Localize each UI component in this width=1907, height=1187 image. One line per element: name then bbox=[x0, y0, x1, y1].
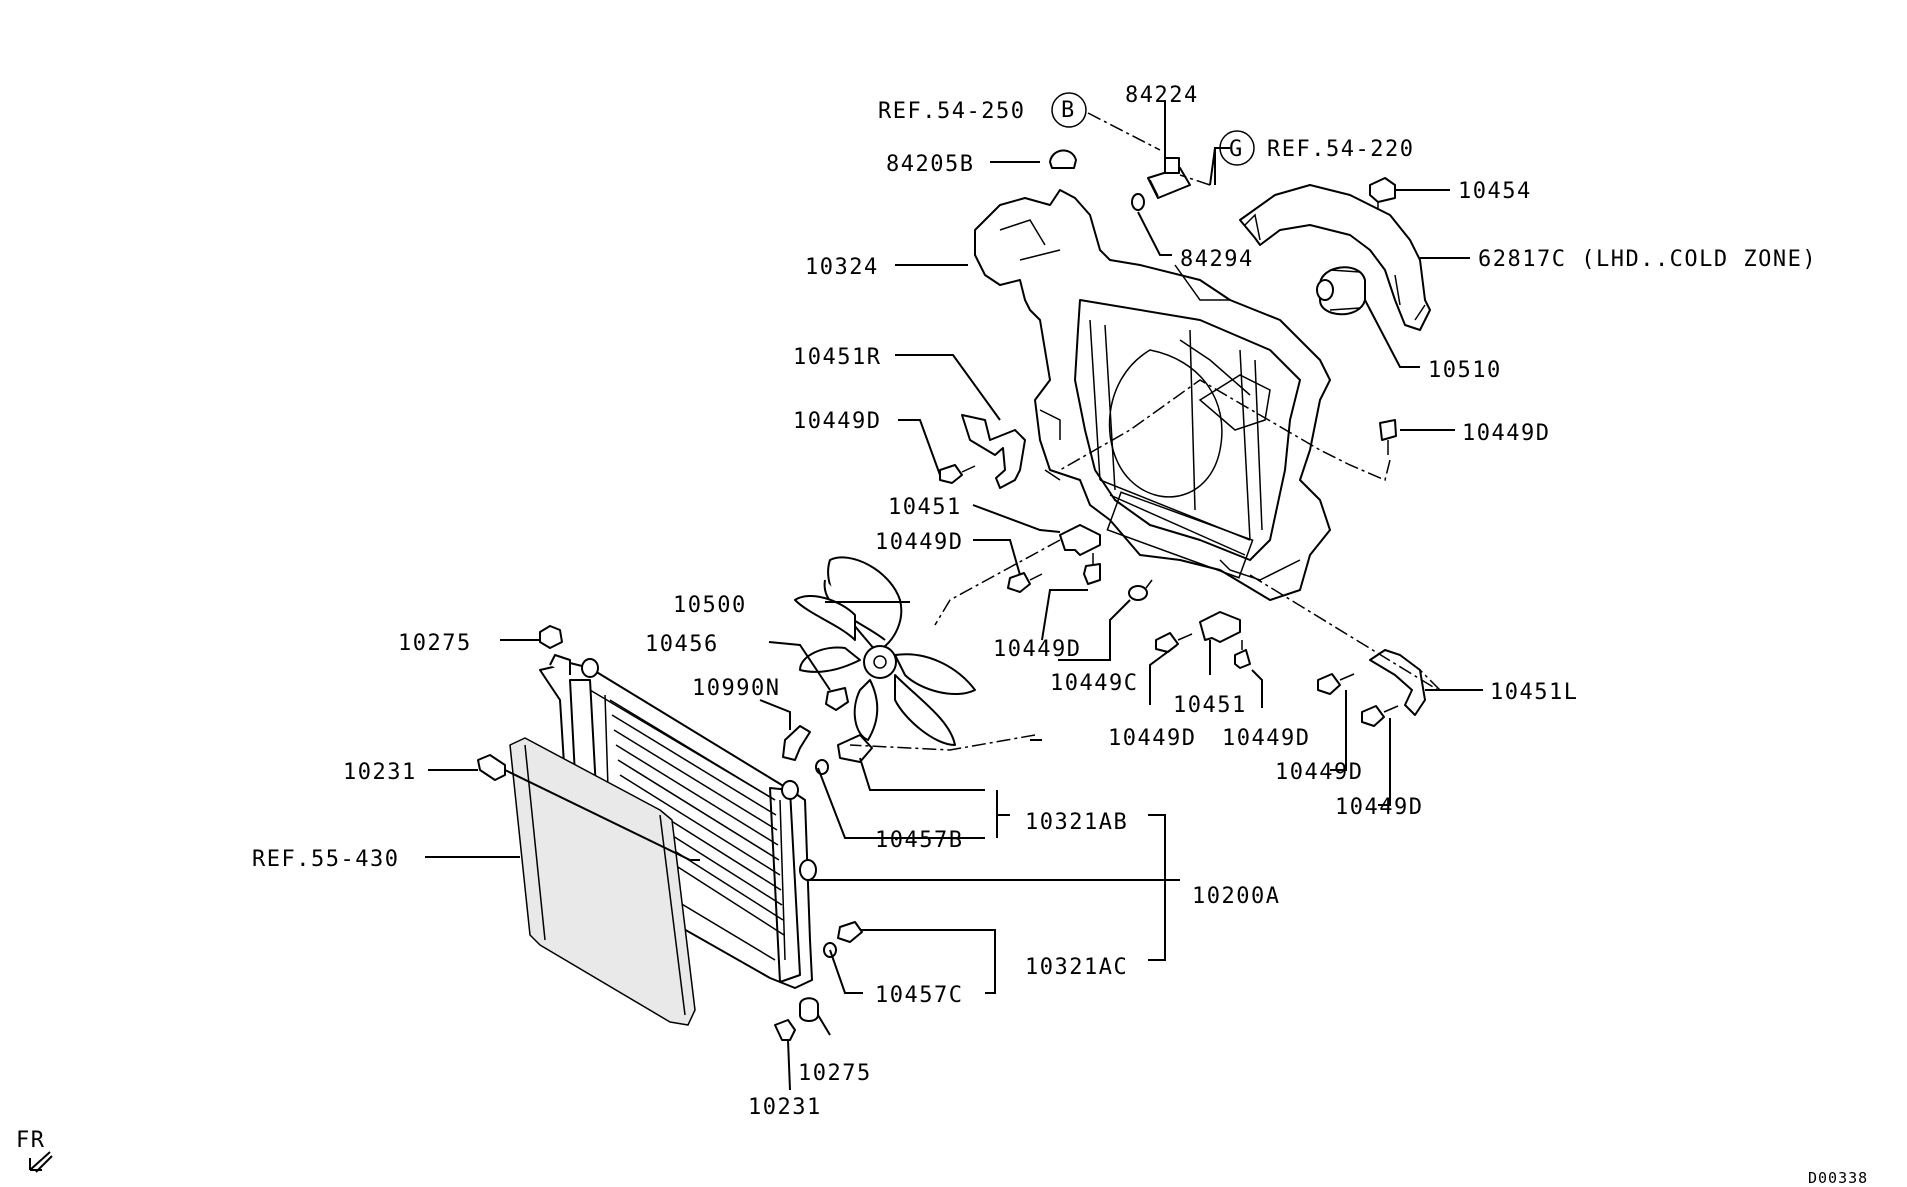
cap-84205b-drawing bbox=[1049, 149, 1077, 169]
bolt-drawings bbox=[939, 419, 1399, 727]
oring-84294-drawing bbox=[1131, 193, 1145, 211]
clip-10231-drawings bbox=[477, 754, 796, 1041]
label-10449d-lower-d[interactable]: 10449D bbox=[1335, 795, 1423, 820]
hose-10990n-drawing bbox=[782, 725, 811, 761]
label-10200a[interactable]: 10200A bbox=[1192, 884, 1280, 909]
label-10449d-lower-a[interactable]: 10449D bbox=[1108, 726, 1196, 751]
label-circle-b: B bbox=[1061, 98, 1076, 123]
label-84294[interactable]: 84294 bbox=[1180, 247, 1254, 272]
label-ref-54-250[interactable]: REF.54-250 bbox=[878, 99, 1025, 124]
label-10457c[interactable]: 10457C bbox=[875, 983, 963, 1008]
leader-lines bbox=[425, 100, 1483, 1091]
front-direction-indicator: FR bbox=[16, 1128, 53, 1173]
condenser-ref-drawing bbox=[509, 737, 696, 1026]
circle-g-callout bbox=[1219, 130, 1255, 166]
fan-shroud-drawing bbox=[974, 189, 1331, 601]
label-10449d-mid-left[interactable]: 10449D bbox=[875, 530, 963, 555]
label-10510[interactable]: 10510 bbox=[1428, 358, 1502, 383]
diagram-id: D00338 bbox=[1808, 1169, 1868, 1187]
fan-motor-drawing bbox=[1316, 266, 1366, 316]
label-10324[interactable]: 10324 bbox=[805, 255, 879, 280]
label-10321ab[interactable]: 10321AB bbox=[1025, 810, 1128, 835]
label-10231-top[interactable]: 10231 bbox=[343, 760, 417, 785]
bracket-10451-drawings bbox=[1059, 524, 1426, 716]
label-84224[interactable]: 84224 bbox=[1125, 83, 1199, 108]
label-10451-upper[interactable]: 10451 bbox=[888, 495, 962, 520]
label-10275-bottom[interactable]: 10275 bbox=[798, 1061, 872, 1086]
label-circle-g: G bbox=[1229, 137, 1244, 162]
label-ref-55-430[interactable]: REF.55-430 bbox=[252, 847, 399, 872]
sensor-84224-drawing bbox=[1147, 157, 1191, 199]
label-10275-top[interactable]: 10275 bbox=[398, 631, 472, 656]
label-10990n[interactable]: 10990N bbox=[692, 676, 780, 701]
label-10449d-mid[interactable]: 10449D bbox=[993, 637, 1081, 662]
label-ref-54-220[interactable]: REF.54-220 bbox=[1267, 137, 1414, 162]
bracket-10451r-drawing bbox=[961, 414, 1026, 489]
front-arrow-icon bbox=[29, 1151, 53, 1173]
fan-10500-drawing bbox=[794, 556, 976, 746]
part-labels: REF.54-250 B 84224 G REF.54-220 84205B 1… bbox=[252, 83, 1817, 1120]
label-10456[interactable]: 10456 bbox=[645, 632, 719, 657]
label-10231-bottom[interactable]: 10231 bbox=[748, 1095, 822, 1120]
circle-b-callout bbox=[1051, 92, 1087, 128]
label-62817c[interactable]: 62817C (LHD..COLD ZONE) bbox=[1478, 247, 1817, 272]
label-10451r[interactable]: 10451R bbox=[793, 345, 881, 370]
label-10449d-upper-left[interactable]: 10449D bbox=[793, 409, 881, 434]
nut-10456-drawing bbox=[825, 687, 849, 711]
label-10457b[interactable]: 10457B bbox=[875, 828, 963, 853]
label-10449d-upper-right[interactable]: 10449D bbox=[1462, 421, 1550, 446]
label-10449c[interactable]: 10449C bbox=[1050, 671, 1138, 696]
label-10321ac[interactable]: 10321AC bbox=[1025, 955, 1128, 980]
label-10449d-lower-b[interactable]: 10449D bbox=[1222, 726, 1310, 751]
label-10500[interactable]: 10500 bbox=[673, 593, 747, 618]
label-10449d-lower-c[interactable]: 10449D bbox=[1275, 760, 1363, 785]
clip-10454-drawing bbox=[1369, 177, 1396, 210]
shroud-cover-drawing bbox=[1239, 184, 1431, 331]
label-10451l[interactable]: 10451L bbox=[1490, 680, 1578, 705]
label-10451-lower[interactable]: 10451 bbox=[1173, 693, 1247, 718]
label-fr: FR bbox=[16, 1128, 46, 1153]
label-10454[interactable]: 10454 bbox=[1458, 179, 1532, 204]
label-84205b[interactable]: 84205B bbox=[886, 152, 974, 177]
